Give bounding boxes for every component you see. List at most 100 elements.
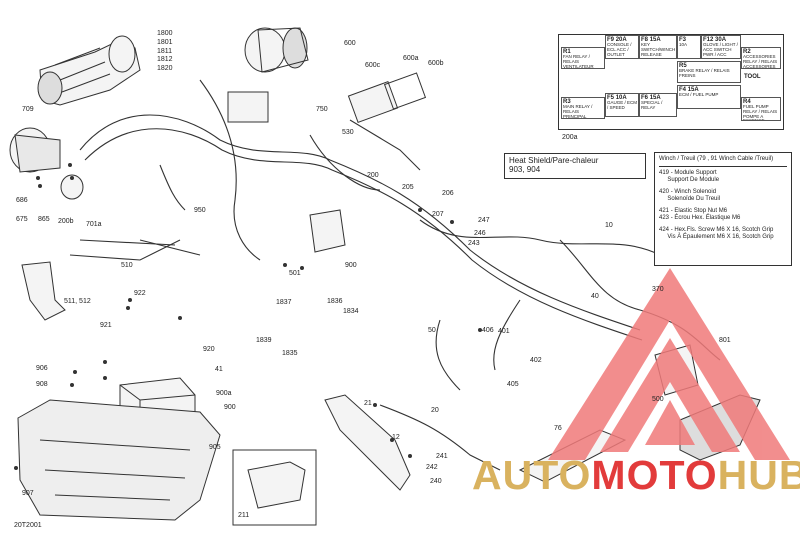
callout-1837: 1837 [276, 299, 292, 306]
watermark-hub: HUB [717, 452, 800, 498]
callout-501: 501 [289, 270, 301, 277]
callout-402: 402 [530, 357, 542, 364]
callout-76: 76 [554, 425, 562, 432]
callout-1835: 1835 [282, 350, 298, 357]
callout-530: 530 [342, 129, 354, 136]
callout-370: 370 [652, 286, 664, 293]
callout-1839: 1839 [256, 337, 272, 344]
callout-205: 205 [402, 184, 414, 191]
sub-ref-label: 200a [562, 134, 578, 141]
callout-40: 40 [591, 293, 599, 300]
callout-865: 865 [38, 216, 50, 223]
callout-908: 908 [36, 381, 48, 388]
callout-406: 406 [482, 327, 494, 334]
fuse-block [227, 91, 269, 123]
callout-21: 21 [364, 400, 372, 407]
callout-200: 200 [367, 172, 379, 179]
winch-note-420: 420 - Winch Solenoid Solenoïde Du Treuil [659, 188, 721, 203]
callout-242: 242 [426, 464, 438, 471]
callout-206: 206 [442, 190, 454, 197]
callout-950: 950 [194, 207, 206, 214]
callout-246: 246 [474, 230, 486, 237]
relay-gasket [383, 72, 427, 110]
bracket [21, 261, 66, 321]
winch-note-419: 419 - Module Support Support De Module [659, 169, 720, 184]
callout-900a: 900a [216, 390, 232, 397]
callout-41: 41 [215, 366, 223, 373]
callout-405: 405 [507, 381, 519, 388]
callout-906: 906 [36, 365, 48, 372]
callout-247: 247 [478, 217, 490, 224]
winch-notes-header: Winch / Treuil (79 , 91 Winch Cable /Tre… [659, 156, 787, 167]
callout-675: 675 [16, 216, 28, 223]
battery-tray [17, 399, 221, 521]
callout-801: 801 [719, 337, 731, 344]
winch-motor [37, 35, 141, 106]
relay-plate [347, 81, 399, 123]
tray-ribs [39, 439, 191, 501]
watermark-moto: MOTO [591, 452, 718, 498]
winch-drum [244, 27, 309, 73]
callout-243: 243 [468, 240, 480, 247]
callout-12: 12 [392, 434, 400, 441]
callout-600a: 600a [403, 55, 419, 62]
callout-207: 207 [432, 211, 444, 218]
callout-900: 900 [224, 404, 236, 411]
callout-winch-parts: 1800 1801 1811 1812 1820 [157, 30, 173, 72]
callout-50: 50 [428, 327, 436, 334]
callout-20: 20 [431, 407, 439, 414]
winch-gear-housing [9, 127, 84, 200]
callout-200b: 200b [58, 218, 74, 225]
callout-600b: 600b [428, 60, 444, 67]
winch-notes-box: Winch / Treuil (79 , 91 Winch Cable /Tre… [654, 152, 792, 266]
callout-921: 921 [100, 322, 112, 329]
callout-905: 905 [209, 444, 221, 451]
hardware-fasteners [14, 163, 482, 470]
figure-id: 20T2001 [14, 522, 42, 529]
mounting-bracket [324, 394, 411, 491]
callout-701a: 701a [86, 221, 102, 228]
callout-920: 920 [203, 346, 215, 353]
callout-1836: 1836 [327, 298, 343, 305]
callout-686: 686 [16, 197, 28, 204]
callout-241: 241 [436, 453, 448, 460]
callout-750: 750 [316, 106, 328, 113]
connector-bracket [309, 209, 346, 253]
watermark-text: AUTOMOTOHUB [472, 452, 800, 499]
winch-note-423: 423 - Écrou Hex. Élastique M6 [659, 215, 741, 221]
callout-511-512: 511, 512 [64, 298, 91, 305]
heat-shield-refs: 903, 904 [509, 165, 541, 174]
callout-1834: 1834 [343, 308, 359, 315]
watermark-auto: AUTO [472, 452, 592, 498]
heat-shield-note: Heat Shield/Pare-chaleur 903, 904 [504, 153, 646, 179]
heat-shield-part [247, 461, 306, 509]
heat-shield-title: Heat Shield/Pare-chaleur [509, 156, 599, 165]
callout-907: 907 [22, 490, 34, 497]
callout-401: 401 [498, 328, 510, 335]
callout-922: 922 [134, 290, 146, 297]
callout-240: 240 [430, 478, 442, 485]
callout-500: 500 [652, 396, 664, 403]
callout-900-top: 900 [345, 262, 357, 269]
callout-510: 510 [121, 262, 133, 269]
winch-note-421: 421 - Elastic Stop Nut M6 [659, 207, 728, 214]
fuse-cell-tool: TOOL [744, 74, 761, 80]
callout-709: 709 [22, 106, 34, 113]
callout-600: 600 [344, 40, 356, 47]
callout-10: 10 [605, 222, 613, 229]
